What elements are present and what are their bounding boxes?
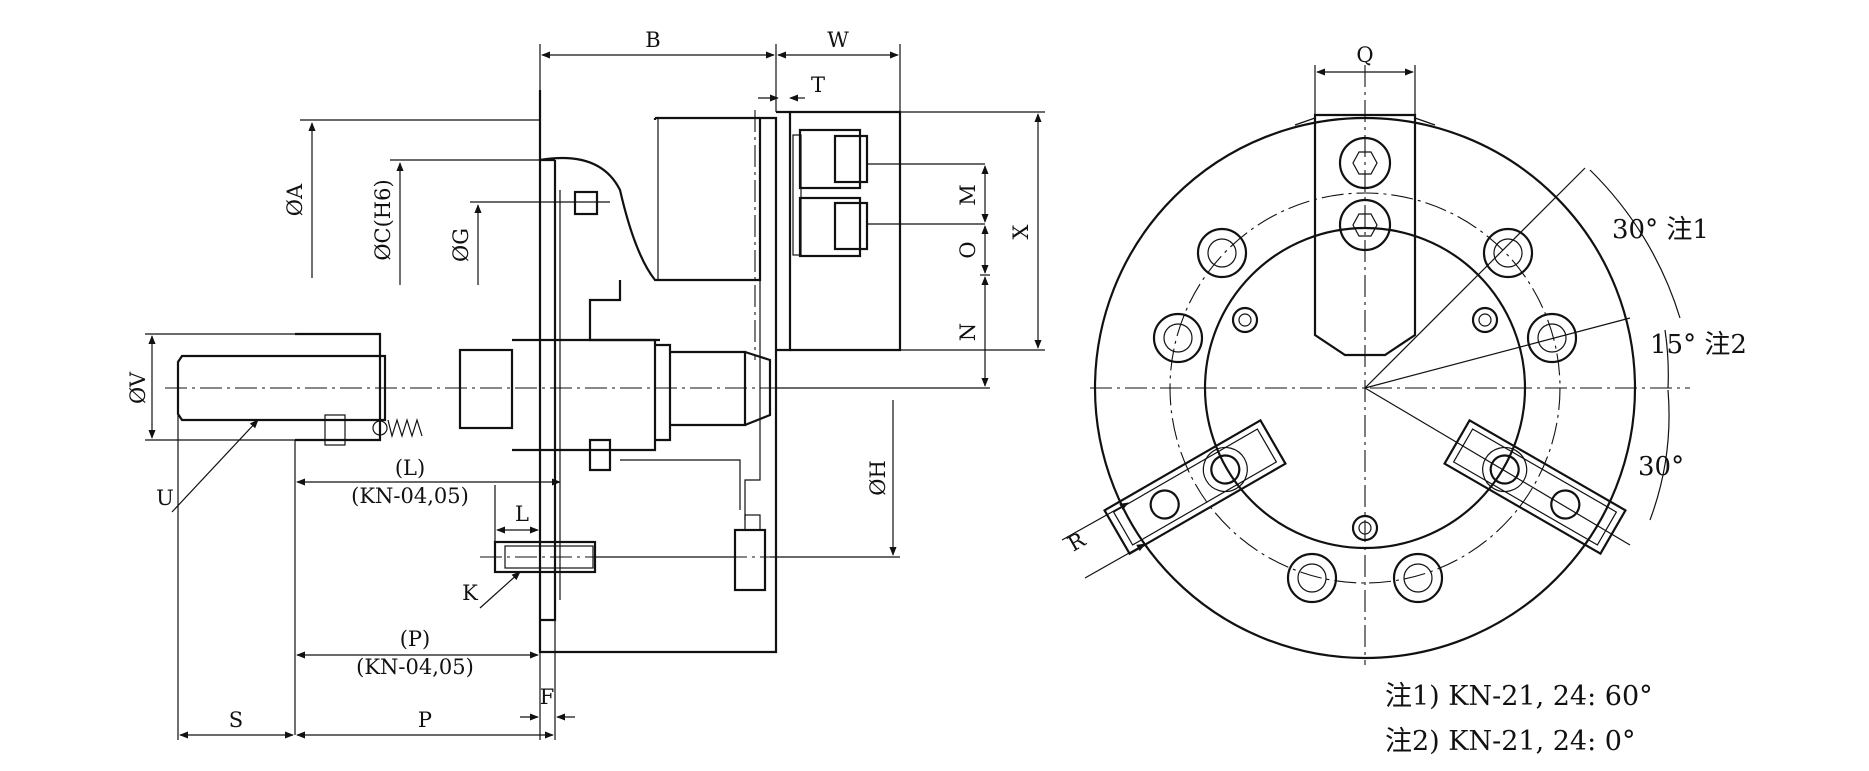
lower-left-jaw: [1103, 418, 1287, 556]
dim-label-g: ØG: [449, 228, 473, 262]
dim-label-n: N: [956, 323, 980, 341]
dim-label-o: O: [956, 241, 980, 258]
dim-label-w: W: [827, 28, 849, 52]
note-1: 注1) KN-21, 24: 60°: [1385, 681, 1653, 712]
dim-label-s: S: [229, 708, 243, 732]
dim-label-q: Q: [1356, 43, 1373, 67]
dim-label-f: F: [540, 685, 555, 709]
dim-label-u: U: [156, 486, 174, 510]
dim-label-p: P: [418, 708, 432, 732]
draw-bar: [176, 332, 772, 452]
dim-label-m: M: [956, 184, 980, 206]
dim-label-k: K: [462, 581, 478, 605]
dim-label-c: ØC(H6): [371, 179, 395, 260]
side-dimensions: [145, 44, 1045, 740]
front-dimensions: [1061, 65, 1416, 579]
dim-label-l-paren: (L): [395, 456, 425, 480]
angle-label-30: 30°: [1638, 452, 1684, 482]
note-2: 注2) KN-21, 24: 0°: [1385, 726, 1635, 757]
dim-label-v: ØV: [126, 371, 150, 404]
dim-label-t: T: [811, 73, 825, 97]
angle-lines: [1364, 167, 1681, 546]
angle-label-30-note1: 30° 注1: [1612, 215, 1709, 245]
dim-label-kn-note-2: (KN-04,05): [356, 655, 474, 679]
dim-label-p-paren: (P): [400, 627, 431, 651]
mounting-holes: [1152, 227, 1578, 604]
lower-right-jaw: [1443, 418, 1627, 556]
dim-label-kn-note-1: (KN-04,05): [351, 484, 469, 508]
angle-label-15-note2: 15° 注2: [1650, 330, 1747, 360]
dim-label-a: ØA: [283, 183, 307, 216]
mounting-bolt-k: [493, 514, 767, 592]
dim-label-r: R: [1064, 527, 1091, 556]
dim-label-l: L: [515, 502, 529, 526]
dim-label-b: B: [645, 28, 660, 52]
dim-label-h: ØH: [866, 460, 890, 496]
front-view: Q R 30° 注1 15° 注2 30°: [1061, 43, 1747, 665]
body-screw: [565, 190, 610, 216]
dim-label-x: X: [1009, 224, 1033, 239]
side-view: B W T ØA ØC(H6) ØG M O N X ØV ØH U (L) (…: [126, 28, 1045, 740]
jaw-bolts: [792, 128, 985, 258]
